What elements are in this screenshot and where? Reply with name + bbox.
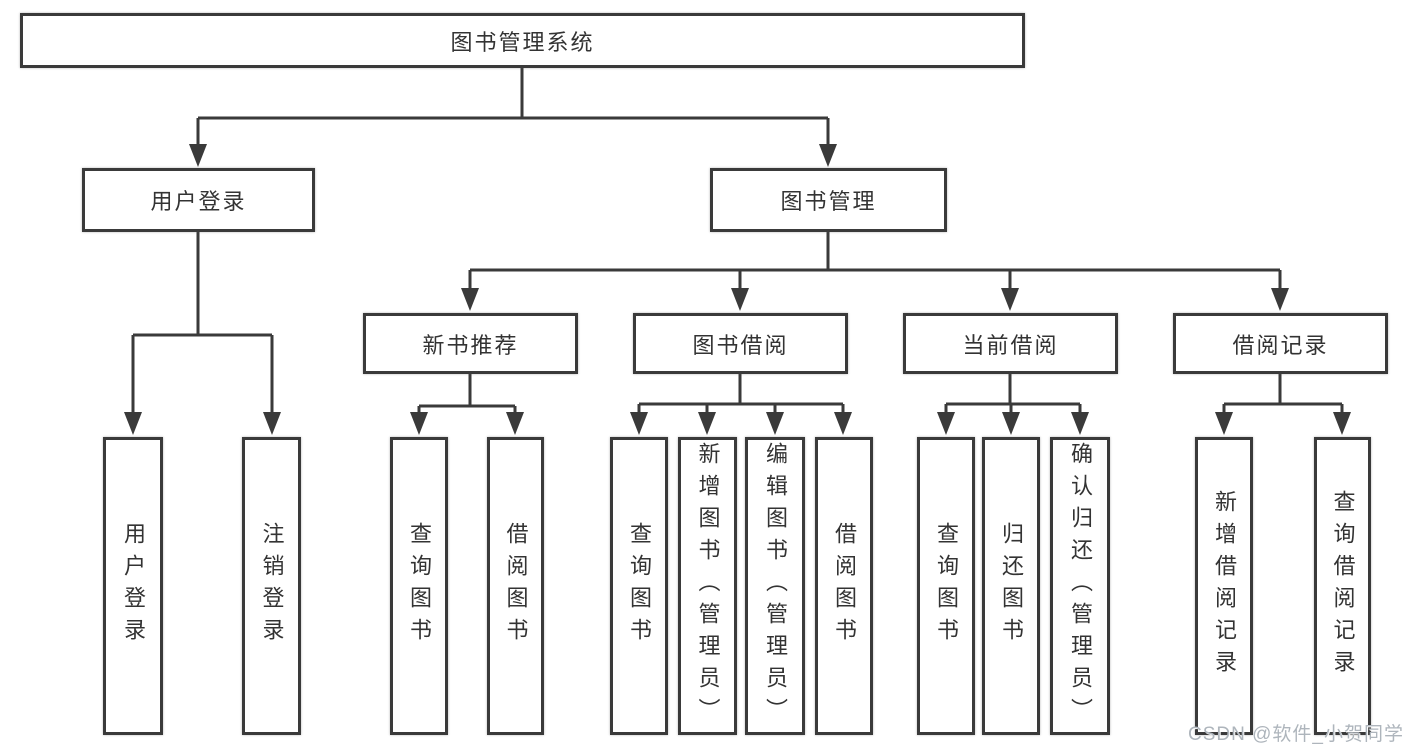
leaf-borrowing-add-books-admin-label: 新增图书（管理员） [695,442,721,730]
leaf-borrowing-borrow-books: 借阅图书 [815,437,873,735]
node-borrowing-records: 借阅记录 [1173,313,1388,374]
leaf-recommend-borrow-books-label: 借阅图书 [503,522,529,650]
leaf-records-query-record-label: 查询借阅记录 [1330,490,1356,682]
node-user-login-branch: 用户登录 [82,168,315,232]
leaf-records-add-record-label: 新增借阅记录 [1212,490,1237,682]
leaf-user-login: 用户登录 [103,437,163,735]
leaf-borrowing-borrow-books-label: 借阅图书 [832,522,857,650]
leaf-current-confirm-return-admin: 确认归还（管理员） [1050,437,1110,735]
node-new-book-recommend: 新书推荐 [363,313,578,374]
leaf-borrowing-query-books: 查询图书 [610,437,668,735]
leaf-borrowing-edit-books-admin: 编辑图书（管理员） [745,437,805,735]
leaf-current-return-books: 归还图书 [982,437,1040,735]
leaf-records-add-record: 新增借阅记录 [1195,437,1253,735]
leaf-borrowing-query-books-label: 查询图书 [627,522,652,650]
leaf-current-return-books-label: 归还图书 [999,522,1024,650]
node-book-management-branch: 图书管理 [710,168,947,232]
leaf-borrowing-edit-books-admin-label: 编辑图书（管理员） [763,442,788,730]
csdn-watermark: CSDN @软件_小贺同学 [1188,724,1404,745]
leaf-recommend-query-books: 查询图书 [390,437,448,735]
leaf-records-query-record: 查询借阅记录 [1314,437,1371,735]
leaf-logout: 注销登录 [242,437,301,735]
leaf-logout-label: 注销登录 [259,522,285,650]
leaf-borrowing-add-books-admin: 新增图书（管理员） [678,437,737,735]
node-book-borrowing: 图书借阅 [633,313,848,374]
node-current-borrowing: 当前借阅 [903,313,1118,374]
leaf-current-confirm-return-admin-label: 确认归还（管理员） [1068,442,1093,730]
leaf-user-login-label: 用户登录 [121,522,146,650]
leaf-recommend-borrow-books: 借阅图书 [487,437,544,735]
leaf-recommend-query-books-label: 查询图书 [407,522,432,650]
leaf-current-query-books-label: 查询图书 [934,522,959,650]
leaf-current-query-books: 查询图书 [917,437,975,735]
node-root-system: 图书管理系统 [20,13,1025,68]
